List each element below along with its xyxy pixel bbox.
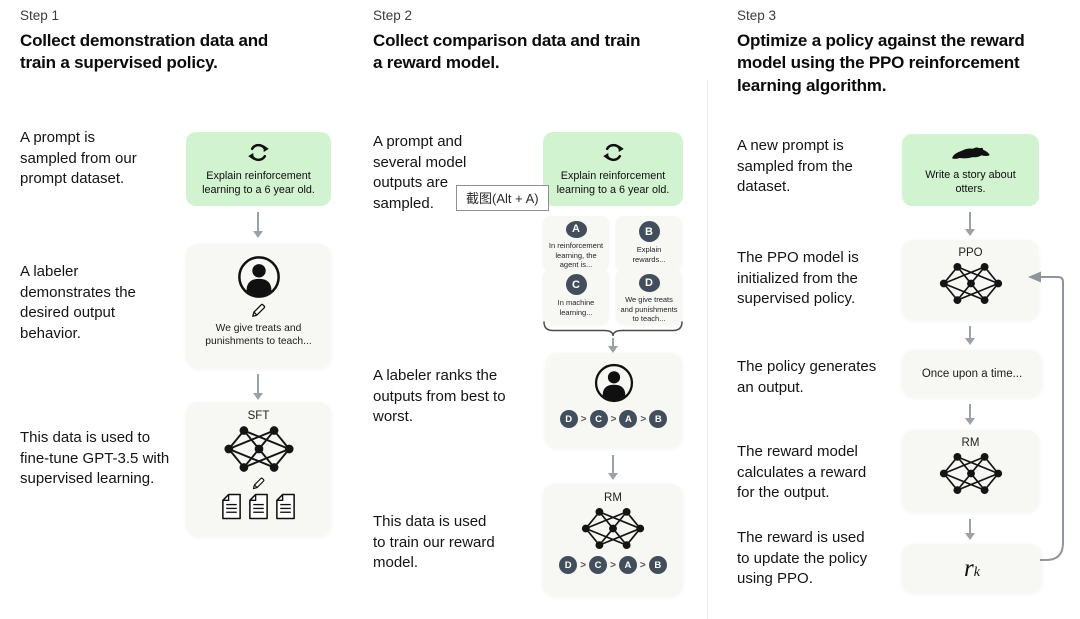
down-arrow [253, 212, 263, 238]
step3-title: Optimize a policy against the reward mod… [737, 31, 1025, 95]
refresh-icon [247, 141, 270, 164]
step3-rm-card: RM [902, 430, 1039, 512]
answer-text: We give treats and punishments to teach.… [620, 294, 678, 324]
neural-network-icon [937, 450, 1005, 497]
rank-badge: B [649, 410, 668, 428]
rank-separator: > [640, 413, 647, 425]
pencil-icon [251, 476, 266, 491]
down-arrow [253, 374, 263, 400]
step3-caption-update: The reward is used to update the policy … [737, 529, 868, 588]
answer-text: In machine learning... [557, 298, 595, 317]
step3-prompt-text: Write a story about otters. [925, 168, 1016, 195]
step3-caption-ppo: The PPO model is initialized from the su… [737, 249, 859, 308]
step1-sft-card: SFT [186, 402, 331, 536]
rm-model-label: RM [961, 437, 980, 449]
column-divider [707, 80, 708, 619]
answer-badge: B [638, 221, 660, 242]
rank-separator: > [639, 559, 646, 571]
step1-labeler-card: We give treats and punishments to teach.… [186, 244, 331, 368]
labeler-icon [236, 254, 282, 300]
step2-label: Step 2 [373, 8, 413, 23]
rank-badge: C [589, 556, 608, 574]
rank-badge: C [589, 410, 608, 428]
ranking-row: D > C > A > B [559, 410, 668, 428]
step1-caption-labeler: A labeler demonstrates the desired outpu… [20, 263, 136, 342]
step2-rm-card: RM D > C > A > B [543, 484, 683, 596]
answer-card-c: C In machine learning... [543, 269, 609, 324]
otter-icon [950, 144, 992, 163]
step3-column: Step 3 Optimize a policy against the rew… [717, 0, 1080, 619]
rank-separator: > [580, 413, 587, 425]
sft-model-label: SFT [247, 410, 270, 422]
answer-card-d: D We give treats and punishments to teac… [616, 269, 682, 324]
answer-card-b: B Explain rewards... [616, 216, 682, 270]
step3-output-text: Once upon a time... [921, 367, 1023, 380]
rank-badge: D [559, 556, 578, 574]
step1-title: Collect demonstration data and train a s… [20, 31, 269, 73]
step1-prompt-box: Explain reinforcement learning to a 6 ye… [186, 132, 331, 206]
step2-caption-ranks: A labeler ranks the outputs from best to… [373, 367, 506, 426]
document-icon [274, 493, 297, 520]
step1-caption-finetune: This data is used to fine-tune GPT-3.5 w… [20, 429, 170, 488]
ppo-model-label: PPO [958, 247, 983, 259]
down-arrow [965, 326, 975, 345]
refresh-icon [602, 141, 625, 164]
document-icon [247, 493, 270, 520]
feedback-loop-arrow [1028, 271, 1064, 561]
neural-network-icon [579, 505, 647, 552]
rank-badge: D [559, 410, 578, 428]
document-icon [220, 493, 243, 520]
screenshot-tooltip: 截图(Alt + A) [456, 185, 549, 211]
rm-model-label: RM [604, 492, 622, 504]
pencil-icon [250, 302, 267, 319]
step3-caption-output: The policy generates an output. [737, 358, 877, 396]
documents-icon [220, 493, 297, 520]
answer-badge: C [565, 274, 587, 295]
step3-ppo-card: PPO [902, 240, 1039, 320]
step3-output-card: Once upon a time... [902, 350, 1042, 397]
step1-label: Step 1 [20, 8, 60, 23]
step3-caption-prompt: A new prompt is sampled from the dataset… [737, 137, 853, 196]
down-arrow [608, 338, 618, 353]
rank-badge: B [648, 556, 667, 574]
answer-text: In reinforcement learning, the agent is.… [548, 240, 604, 270]
rank-badge: A [619, 410, 638, 428]
step2-caption-prompt: A prompt and several model outputs are s… [373, 133, 467, 212]
down-arrow [608, 455, 618, 480]
reward-subscript: k [973, 564, 980, 580]
down-arrow [965, 212, 975, 236]
step1-caption-prompt: A prompt is sampled from our prompt data… [20, 129, 137, 188]
step1-prompt-text: Explain reinforcement learning to a 6 ye… [202, 169, 315, 196]
step2-caption-train: This data is used to train our reward mo… [373, 513, 495, 572]
step3-caption-reward: The reward model calculates a reward for… [737, 443, 867, 502]
rank-separator: > [580, 559, 587, 571]
step3-label: Step 3 [737, 8, 777, 23]
answer-text: Explain rewards... [632, 245, 666, 264]
ranking-row: D > C > A > B [559, 556, 667, 574]
step3-reward-card: rk [902, 544, 1042, 593]
step1-labeler-text: We give treats and punishments to teach.… [205, 323, 312, 348]
step3-prompt-box: Write a story about otters. [902, 134, 1039, 206]
step2-prompt-text: Explain reinforcement learning to a 6 ye… [556, 169, 670, 196]
step2-prompt-box: Explain reinforcement learning to a 6 ye… [543, 132, 683, 206]
step1-column: Step 1 Collect demonstration data and tr… [0, 0, 353, 619]
neural-network-icon [937, 260, 1005, 307]
rank-separator: > [610, 413, 617, 425]
answer-badge: A [565, 221, 587, 238]
down-arrow [965, 404, 975, 425]
rank-separator: > [610, 559, 616, 571]
step2-labeler-card: D > C > A > B [545, 353, 682, 448]
rank-badge: A [618, 556, 637, 574]
down-arrow [965, 519, 975, 540]
answer-card-a: A In reinforcement learning, the agent i… [543, 216, 609, 270]
labeler-icon [593, 362, 635, 404]
underbrace [543, 321, 683, 337]
step2-title: Collect comparison data and train a rewa… [373, 31, 641, 73]
step2-column: Step 2 Collect comparison data and train… [353, 0, 707, 619]
neural-network-icon [221, 423, 297, 475]
answer-badge: D [638, 274, 660, 292]
reward-value: rk [964, 555, 980, 583]
reward-symbol: r [964, 554, 974, 582]
